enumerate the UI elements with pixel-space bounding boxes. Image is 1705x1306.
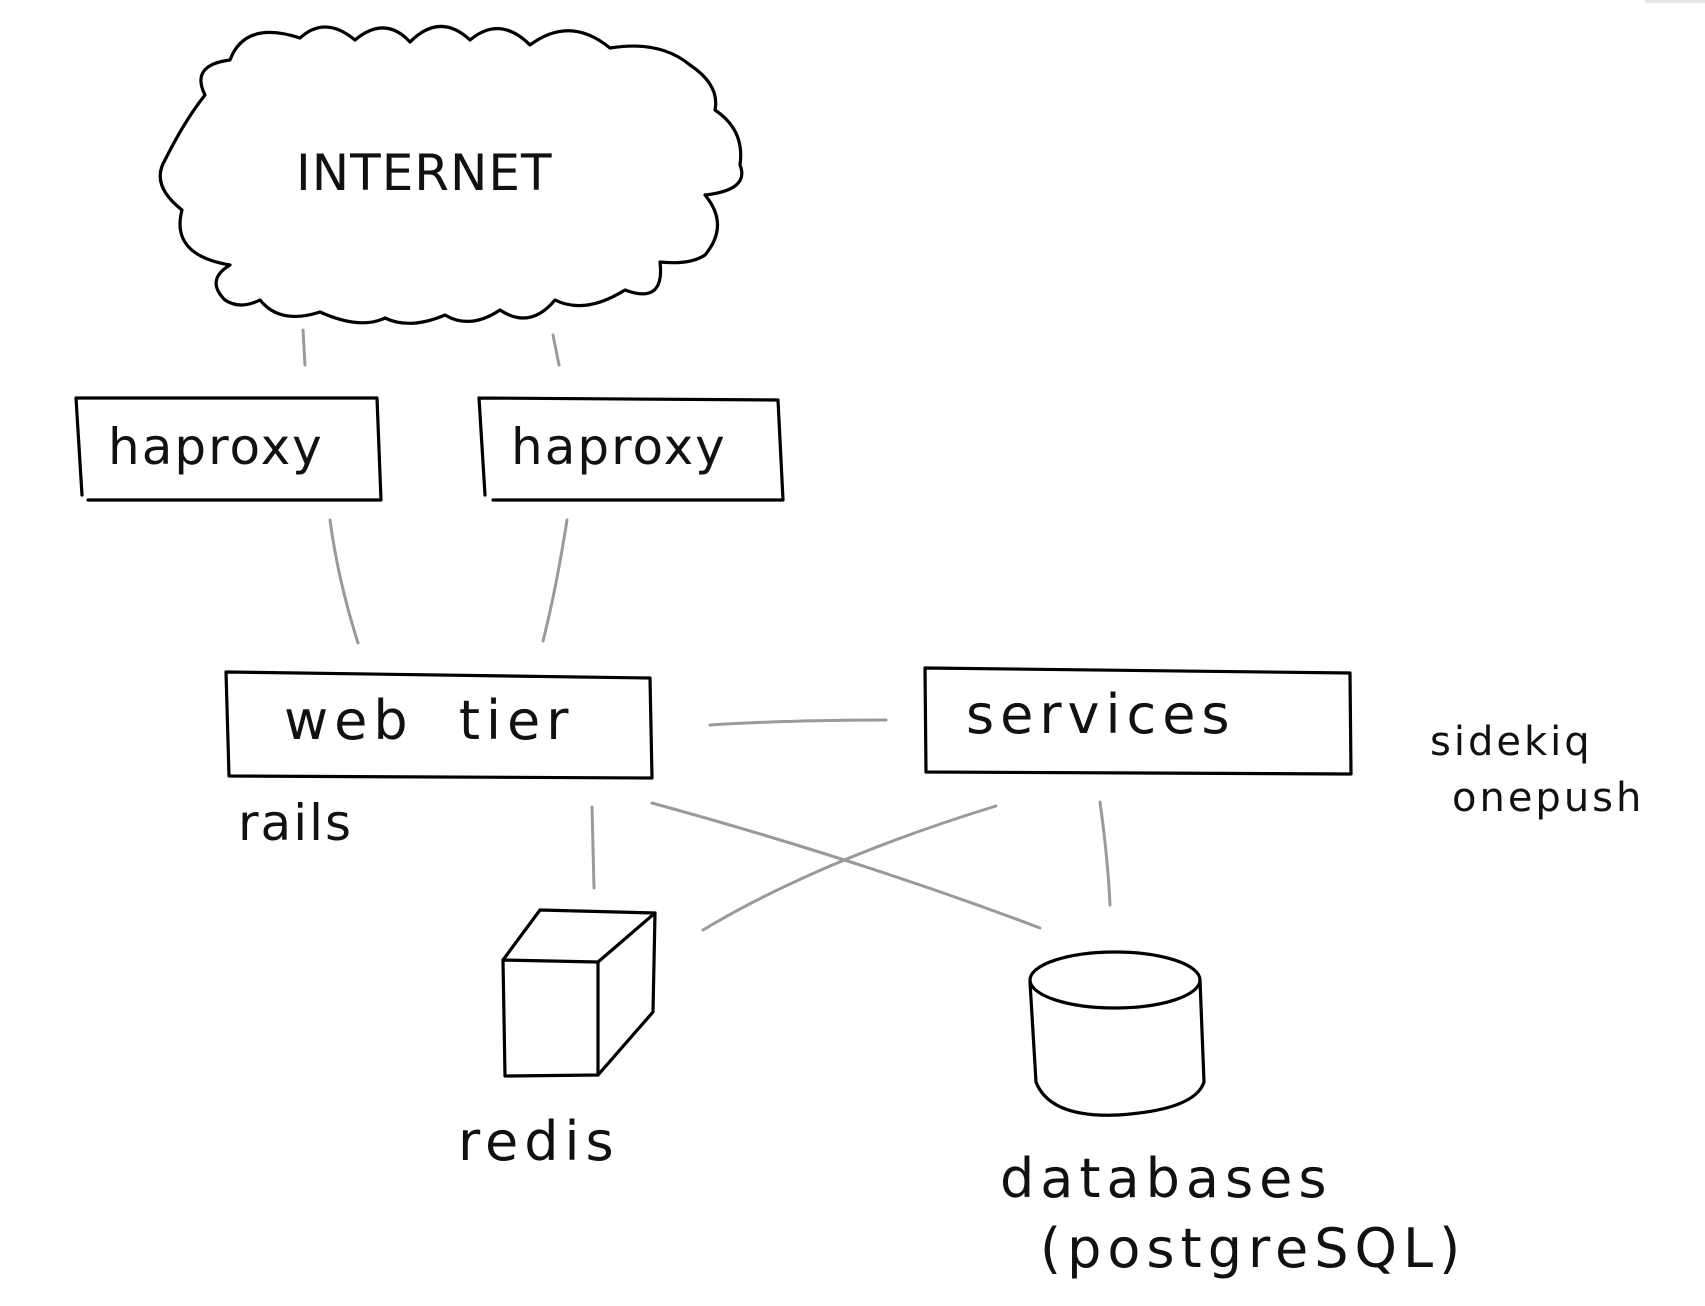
- haproxy-2-label: haproxy: [511, 418, 727, 476]
- services-box: [923, 666, 1353, 776]
- internet-cloud: [158, 24, 744, 325]
- database-cylinder-icon: [1028, 950, 1206, 1117]
- connector-services-databases: [1098, 800, 1112, 907]
- connector-haproxy-2-web-tier: [541, 518, 569, 643]
- connector-services-redis: [701, 804, 998, 932]
- internet-label: INTERNET: [296, 144, 553, 202]
- haproxy-box-1: [74, 396, 383, 502]
- connector-web-tier-services: [708, 718, 888, 727]
- connector-internet-haproxy-2: [551, 333, 561, 367]
- haproxy-1-label: haproxy: [108, 418, 324, 476]
- window-edge-decoration: [1645, 0, 1705, 3]
- databases-sublabel: (postgreSQL): [1040, 1217, 1467, 1280]
- sidekiq-note: sidekiq: [1430, 719, 1593, 765]
- databases-label: databases: [1000, 1147, 1333, 1210]
- connector-internet-haproxy-1: [301, 328, 307, 367]
- connectors: [301, 328, 1112, 932]
- redis-label: redis: [458, 1110, 620, 1173]
- connector-web-tier-databases: [650, 801, 1042, 930]
- onepush-note: onepush: [1452, 775, 1645, 821]
- haproxy-box-2: [477, 396, 785, 502]
- web-tier-label: web tier: [284, 689, 575, 752]
- web-tier-box: [224, 670, 654, 780]
- connector-web-tier-redis: [590, 805, 596, 890]
- connector-haproxy-1-web-tier: [328, 518, 360, 645]
- services-label: services: [966, 683, 1236, 746]
- rails-note: rails: [238, 794, 354, 852]
- redis-cube-icon: [501, 908, 657, 1078]
